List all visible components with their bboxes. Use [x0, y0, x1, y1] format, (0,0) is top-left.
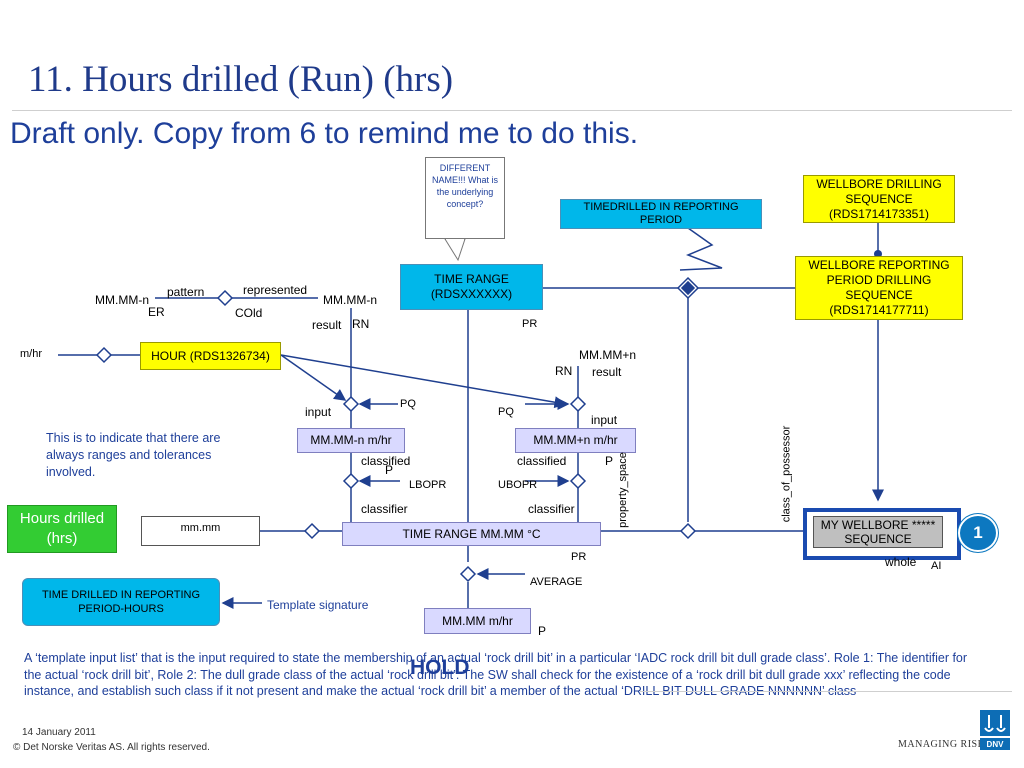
- callout-note: DIFFERENT NAME!!! What is the underlying…: [425, 157, 505, 239]
- property-diamond: [679, 522, 697, 540]
- pattern-diamond: [216, 289, 234, 307]
- label-pattern: pattern: [167, 285, 205, 299]
- mm-mm-box: mm.mm: [141, 516, 260, 546]
- time-range-mm-box: TIME RANGE MM.MM °C: [342, 522, 601, 546]
- label-classified-right: classified: [517, 454, 567, 468]
- label-rn-right: RN: [555, 364, 573, 378]
- average-diamond: [459, 565, 477, 583]
- hold-label: HOLD: [410, 656, 470, 679]
- label-pr-bottom: PR: [571, 551, 587, 563]
- label-cold: COld: [235, 306, 263, 320]
- description-paragraph: A ‘template input list’ that is the inpu…: [24, 651, 968, 698]
- footer-copyright: © Det Norske Veritas AS. All rights rese…: [13, 742, 210, 753]
- footer-date: 14 January 2011: [22, 727, 96, 738]
- lbopr-diamond: [342, 472, 360, 490]
- my-wellbore-sequence-box: MY WELLBORE ***** SEQUENCE: [813, 516, 943, 548]
- label-classifier-right: classifier: [528, 502, 575, 516]
- label-property-space: property_space: [616, 452, 629, 528]
- managing-risk-text: MANAGING RISK: [898, 739, 986, 750]
- label-average: AVERAGE: [530, 576, 583, 588]
- hour-box: HOUR (RDS1326734): [140, 342, 281, 370]
- label-mhr: m/hr: [20, 348, 42, 360]
- timedrilled-period-box: TIMEDRILLED IN REPORTING PERIOD: [560, 199, 762, 229]
- label-p-bottom: P: [538, 624, 547, 638]
- label-p-right: P: [605, 454, 614, 468]
- label-represented: represented: [243, 283, 308, 297]
- step-number-badge: 1: [958, 514, 998, 552]
- wellbore-drilling-sequence-box: WELLBORE DRILLING SEQUENCE (RDS171417335…: [803, 175, 955, 223]
- ubopr-diamond: [569, 472, 587, 490]
- time-range-diamond-core: [680, 280, 696, 296]
- wellbore-reporting-period-box: WELLBORE REPORTING PERIOD DRILLING SEQUE…: [795, 256, 963, 320]
- mm-plus-box: MM.MM+n m/hr: [515, 428, 636, 453]
- dnv-logo-text: DNV: [987, 740, 1005, 749]
- hours-drilled-box: Hours drilled (hrs): [7, 505, 117, 553]
- label-er: ER: [148, 305, 165, 319]
- label-p-left: P: [385, 463, 394, 477]
- label-ai: AI: [931, 560, 942, 572]
- ranges-note: This is to indicate that there are alway…: [46, 431, 221, 479]
- label-ubopr: UBOPR: [498, 479, 538, 491]
- callout-tail: [444, 238, 466, 262]
- hour-to-pq-right-line: [280, 354, 567, 409]
- dnv-logo: DNV: [980, 710, 1010, 750]
- time-range-box: TIME RANGE (RDSXXXXXX): [400, 264, 543, 310]
- page-title: 11. Hours drilled (Run) (hrs): [28, 59, 454, 100]
- label-pq-right: PQ: [498, 406, 514, 418]
- label-mmn-mid: MM.MM-n: [323, 293, 377, 307]
- label-rn-left: RN: [352, 317, 370, 331]
- label-classifier-left: classifier: [361, 502, 408, 516]
- label-result-left: result: [312, 318, 342, 332]
- mm-minus-box: MM.MM-n m/hr: [297, 428, 405, 453]
- label-mmn-left: MM.MM-n: [95, 293, 149, 307]
- label-classified-left: classified: [361, 454, 411, 468]
- label-input-left: input: [305, 405, 332, 419]
- dnv-logo-icon: DNV: [980, 710, 1010, 750]
- my-wellbore-frame: MY WELLBORE ***** SEQUENCE: [803, 508, 961, 560]
- footer-divider: [640, 691, 1012, 692]
- label-pr-top: PR: [522, 318, 538, 330]
- label-template-signature: Template signature: [267, 598, 369, 612]
- label-result-right: result: [592, 365, 622, 379]
- label-mmplus: MM.MM+n: [579, 348, 636, 362]
- label-class-of-possessor: class_of_possessor: [780, 425, 793, 523]
- mm-mm-mhr-box: MM.MM m/hr: [424, 608, 531, 634]
- label-lbopr: LBOPR: [409, 479, 447, 491]
- mhr-diamond: [95, 346, 113, 364]
- label-whole: whole: [885, 555, 917, 569]
- label-pq-left: PQ: [400, 398, 416, 410]
- lightning-shape: [679, 227, 723, 271]
- hour-to-pq-left-line: [280, 354, 347, 401]
- title-divider: [12, 110, 1012, 111]
- label-input-right: input: [591, 413, 618, 427]
- page-subtitle: Draft only. Copy from 6 to remind me to …: [10, 117, 639, 150]
- mmmm-diamond: [303, 522, 321, 540]
- time-drilled-hours-box: TIME DRILLED IN REPORTING PERIOD-HOURS: [22, 578, 220, 626]
- pq-left-diamond: [342, 395, 360, 413]
- pq-right-diamond: [569, 395, 587, 413]
